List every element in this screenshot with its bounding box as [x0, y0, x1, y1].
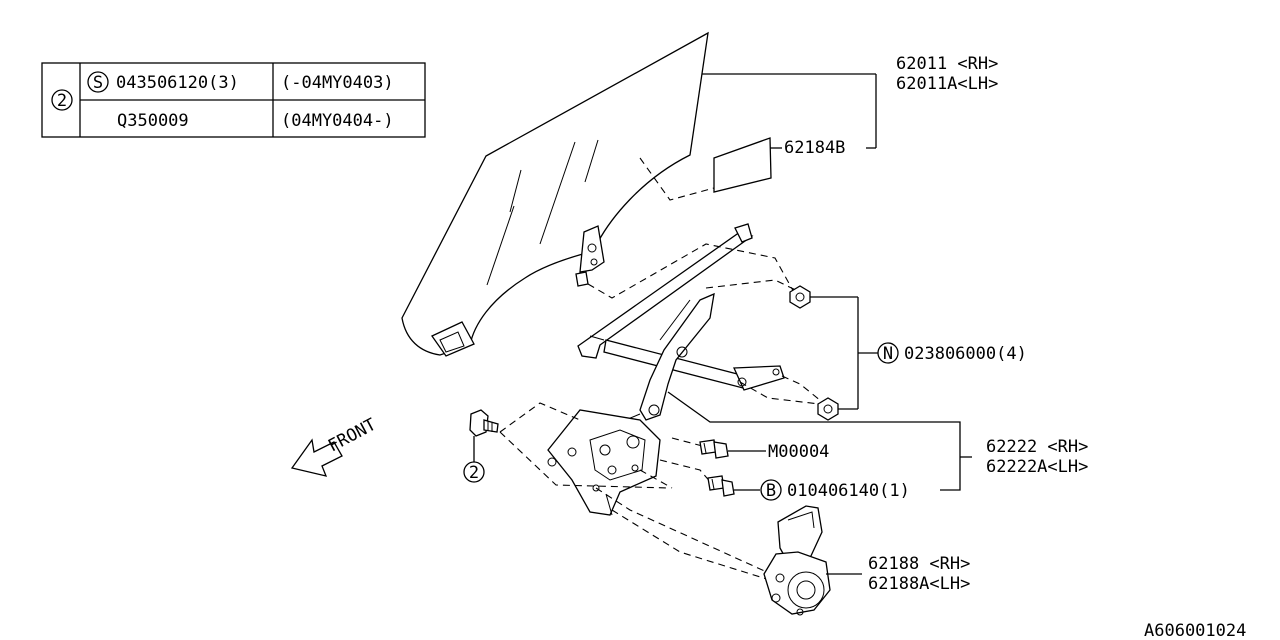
regulator-lh-label: 62222A<LH>	[986, 457, 1088, 477]
window-regulator	[547, 223, 785, 516]
screw-part	[469, 409, 499, 462]
sticker-part	[713, 137, 772, 193]
nut-lower	[817, 397, 839, 421]
glass-lh-label: 62011A<LH>	[896, 74, 998, 94]
row2-range: (04MY0404-)	[281, 111, 394, 131]
regulator-rh-label: 62222 <RH>	[986, 437, 1088, 457]
row1-part-number: 043506120(3)	[116, 73, 239, 93]
window-motor	[763, 505, 831, 616]
leader-lines	[667, 73, 972, 575]
symbol-circle-s	[87, 71, 109, 93]
door-glass	[401, 31, 709, 357]
ref-circle-2	[51, 89, 73, 111]
nut-symbol: N	[883, 344, 893, 364]
row1-range: (-04MY0403)	[281, 73, 394, 93]
bolt-010406140	[707, 475, 735, 497]
glass-rh-label: 62011 <RH>	[896, 54, 998, 74]
bolt-m00004	[699, 439, 729, 459]
nut-part-label: 023806000(4)	[904, 344, 1027, 364]
row2-part-number: Q350009	[117, 111, 189, 131]
symbol-circle-b	[760, 479, 782, 501]
note-table: 2 S 043506120(3) (-04MY0403) Q350009 (04…	[41, 62, 426, 138]
motor-lh-label: 62188A<LH>	[868, 574, 970, 594]
diagram-code: A606001024	[1144, 621, 1246, 640]
note-ref-number: 2	[57, 91, 67, 111]
motor-rh-label: 62188 <RH>	[868, 554, 970, 574]
sticker-label: 62184B	[784, 138, 845, 158]
front-label: FRONT	[325, 415, 380, 457]
row1-symbol: S	[93, 73, 103, 93]
bolt-b-label: 010406140(1)	[787, 481, 910, 501]
bolt-b-symbol: B	[766, 481, 776, 501]
nut-upper	[789, 285, 811, 309]
front-arrow-icon	[290, 438, 343, 477]
ref-circle-screw	[463, 461, 485, 483]
bolt-m-label: M00004	[768, 442, 829, 462]
symbol-circle-n	[877, 342, 899, 364]
screw-ref-label: 2	[469, 463, 479, 483]
